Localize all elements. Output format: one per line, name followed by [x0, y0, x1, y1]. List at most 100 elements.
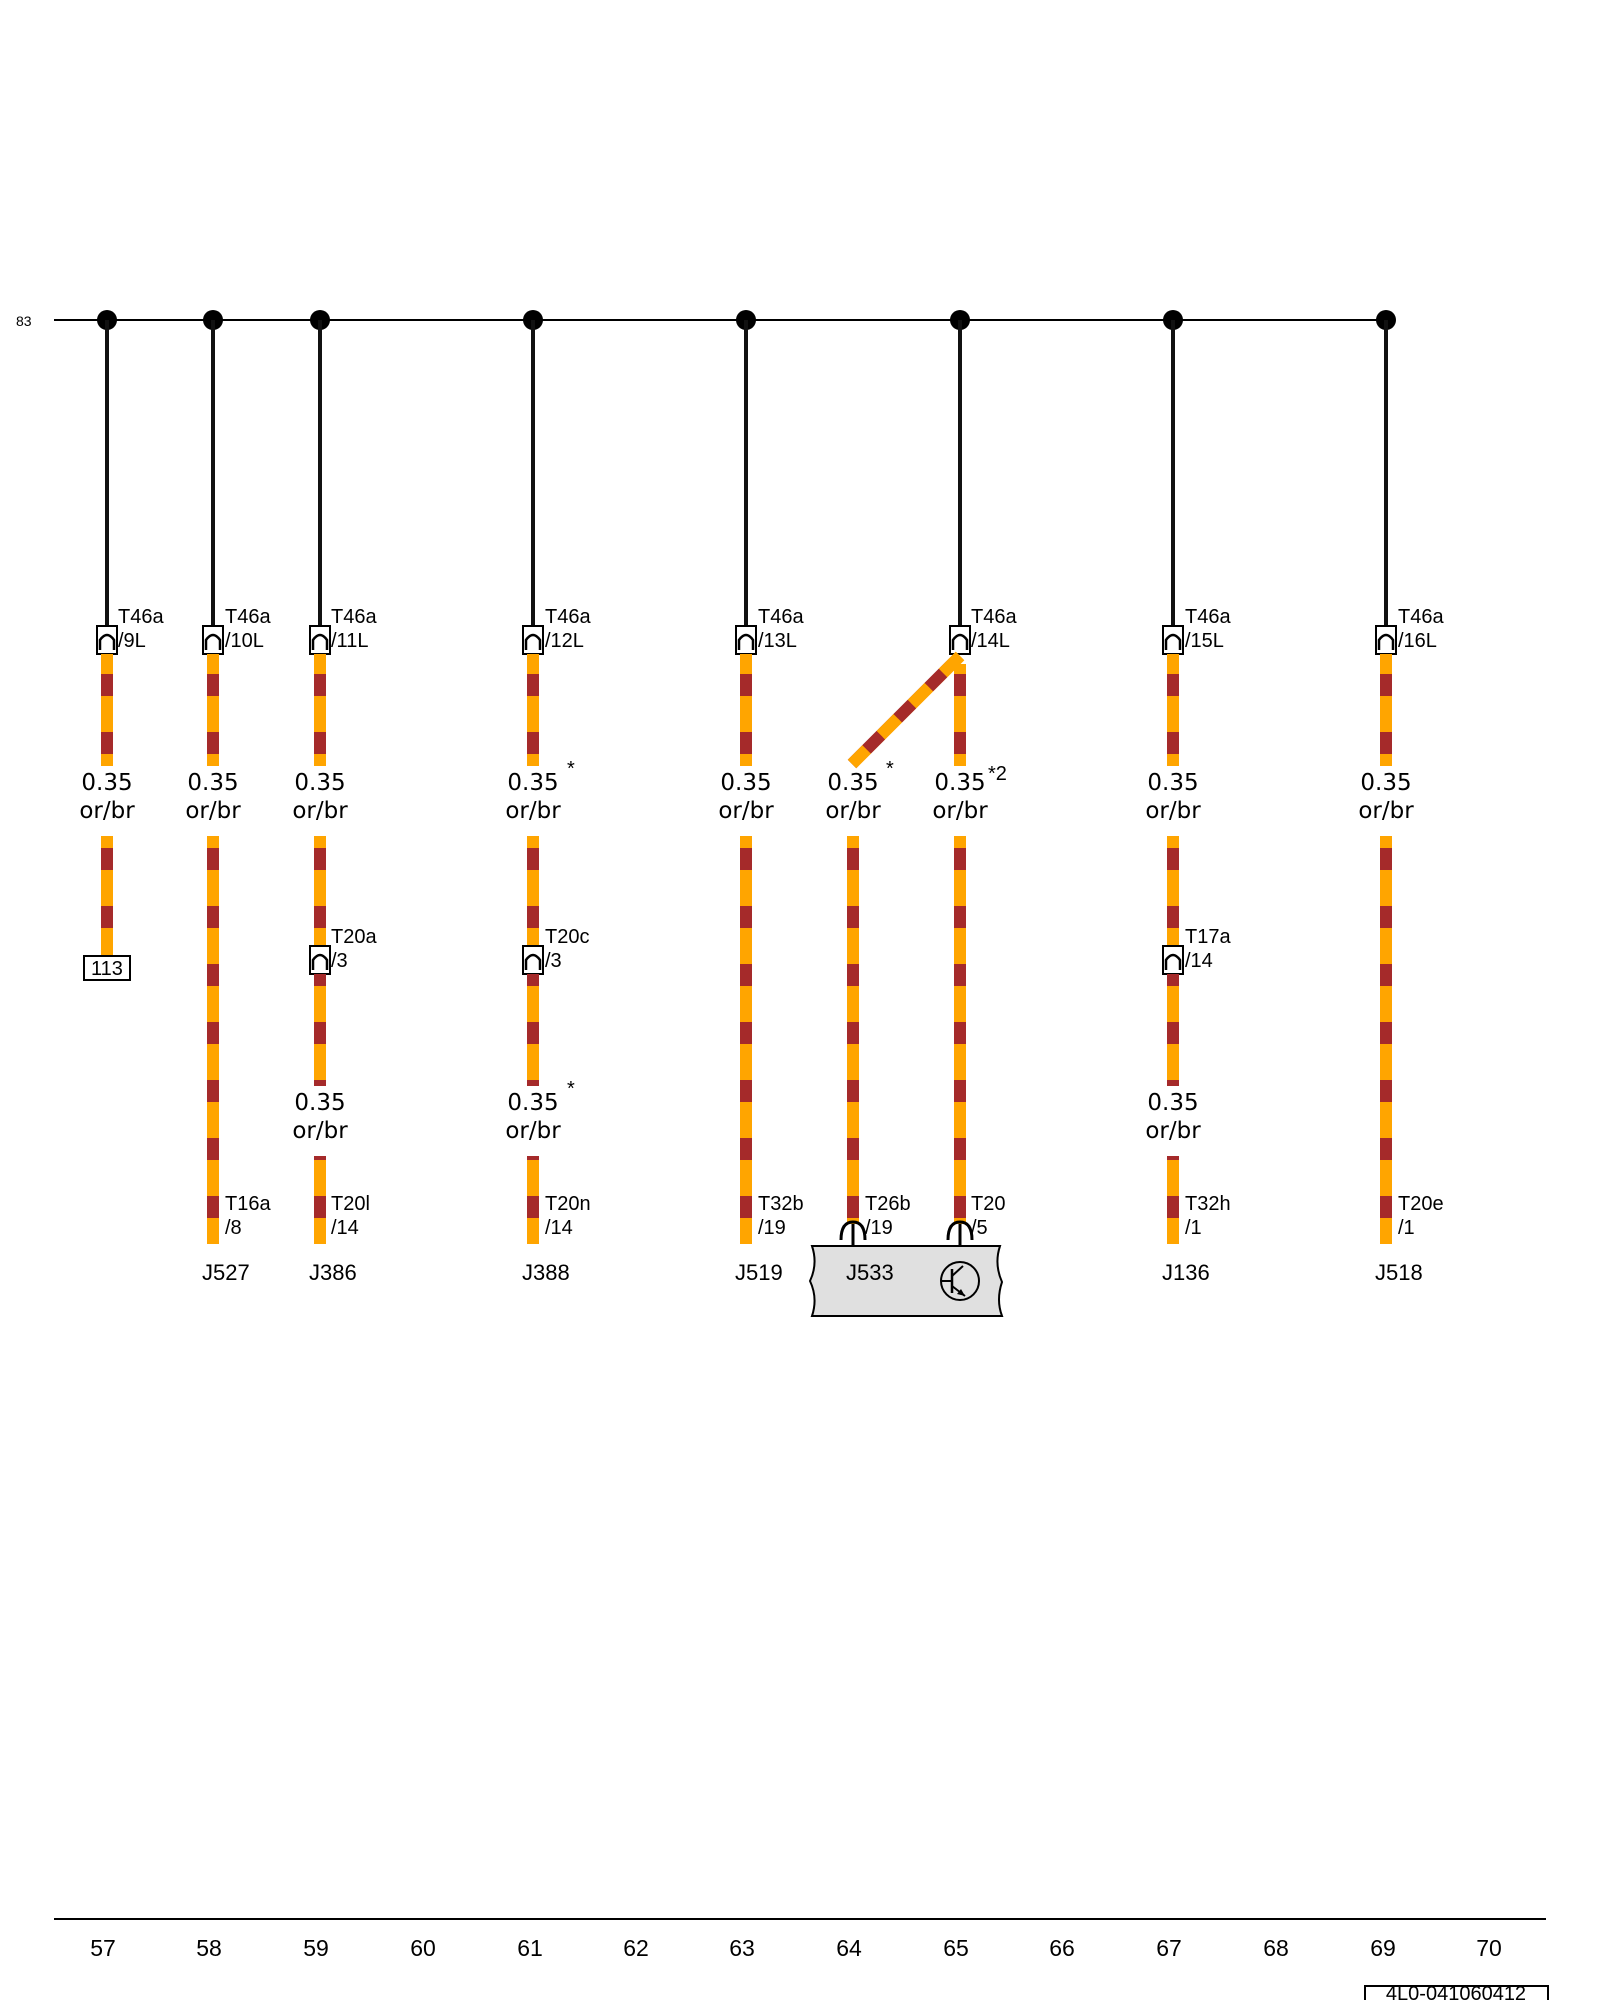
wire-segment: [527, 974, 539, 1086]
end-connector-pin: /14: [545, 1217, 573, 1239]
wire-segment: [954, 836, 966, 1224]
wire-segment: [847, 836, 859, 1224]
column-number: 58: [196, 1935, 222, 1961]
wire-segment: [314, 1156, 326, 1244]
wire-segment: [1380, 836, 1392, 1244]
connector-pin: /10L: [225, 630, 264, 652]
column-number: 59: [303, 1935, 329, 1961]
end-connector-pin: /14: [331, 1217, 359, 1239]
connector-label: T46a: [225, 606, 271, 628]
wire-color: or/br: [1358, 798, 1414, 824]
column-number: 65: [943, 1935, 969, 1961]
branch-59: T46a /11L 0.35 or/br T20a /3 0.35 or/br …: [292, 310, 377, 1285]
wire-gauge-2: 0.35: [507, 1090, 558, 1116]
wire-segment: [1380, 654, 1392, 766]
column-number: 62: [623, 1935, 649, 1961]
end-connector-pin: /19: [758, 1217, 786, 1239]
wire-segment: [527, 836, 539, 946]
diagonal-end-connector-pin: /19: [865, 1217, 893, 1239]
connector-pin: /12L: [545, 630, 584, 652]
wire-color: or/br: [292, 798, 348, 824]
end-connector-label: T20l: [331, 1193, 370, 1215]
mid-connector-label: T20c: [545, 926, 589, 948]
component-label: J518: [1375, 1260, 1423, 1285]
mid-connector-pin: /3: [331, 950, 348, 972]
branch-63: T46a /13L 0.35 or/br T32b /19 J519: [718, 310, 804, 1285]
diagonal-wire-color: or/br: [825, 798, 881, 824]
wire-marker: *: [567, 758, 575, 780]
component-label: J519: [735, 1260, 783, 1285]
wire-segment: [527, 1156, 539, 1244]
mid-connector-pin: /3: [545, 950, 562, 972]
connector-label: T46a: [118, 606, 164, 628]
wire-segment: [101, 654, 113, 766]
wire-gauge: 0.35: [720, 770, 771, 796]
end-connector-label: T32b: [758, 1193, 804, 1215]
wire-segment: [101, 836, 113, 956]
connector-pin: /16L: [1398, 630, 1437, 652]
column-numbers: 57 58 59 60 61 62 63 64 65 66 67 68 69 7…: [90, 1935, 1502, 1961]
end-connector-pin: /8: [225, 1217, 242, 1239]
branch-61: T46a /12L 0.35 * or/br T20c /3 0.35 * or…: [505, 310, 591, 1285]
mid-connector-label: T17a: [1185, 926, 1231, 948]
wire-color-2: or/br: [1145, 1118, 1201, 1144]
end-connector-pin: /5: [971, 1217, 988, 1239]
end-connector-pin: /1: [1398, 1217, 1415, 1239]
column-number: 64: [836, 1935, 862, 1961]
wire-color-2: or/br: [505, 1118, 561, 1144]
crimp-terminal-icon: [839, 1220, 867, 1246]
connector-label: T46a: [331, 606, 377, 628]
column-number: 66: [1049, 1935, 1075, 1961]
column-number: 63: [729, 1935, 755, 1961]
column-number: 57: [90, 1935, 116, 1961]
wire-segment: [1167, 974, 1179, 1086]
diagonal-wire-marker: *: [886, 758, 894, 780]
branch-58: T46a /10L 0.35 or/br T16a /8 J527: [185, 310, 271, 1285]
wire-segment: [207, 836, 219, 1244]
diagonal-wire-gauge: 0.35: [827, 770, 878, 796]
wire-color: or/br: [718, 798, 774, 824]
column-number: 69: [1370, 1935, 1396, 1961]
wire-segment: [740, 836, 752, 1244]
wire-gauge: 0.35: [187, 770, 238, 796]
component-label: J388: [522, 1260, 570, 1285]
connector-pin: /13L: [758, 630, 797, 652]
connector-pin-icon: [1162, 945, 1184, 975]
column-number: 68: [1263, 1935, 1289, 1961]
wire-gauge: 0.35: [507, 770, 558, 796]
wire-color-2: or/br: [292, 1118, 348, 1144]
connector-pin-icon: [96, 625, 118, 655]
connector-pin-icon: [202, 625, 224, 655]
column-number: 70: [1476, 1935, 1502, 1961]
connector-pin-icon: [949, 625, 971, 655]
connector-pin-icon: [309, 625, 331, 655]
wire-segment: [1167, 1156, 1179, 1244]
diagonal-end-connector-label: T26b: [865, 1193, 911, 1215]
wire-gauge: 0.35: [1360, 770, 1411, 796]
mid-connector-pin: /14: [1185, 950, 1213, 972]
transistor-icon: [940, 1261, 980, 1301]
wire-segment: [207, 654, 219, 766]
connector-label: T46a: [545, 606, 591, 628]
reference-box: [83, 955, 131, 981]
wire-segment: [1167, 654, 1179, 766]
connector-pin: /14L: [971, 630, 1010, 652]
connector-label: T46a: [1398, 606, 1444, 628]
end-connector-label: T20: [971, 1193, 1005, 1215]
wire-segment: [314, 836, 326, 946]
end-connector-label: T16a: [225, 1193, 271, 1215]
wire-segment: [1167, 836, 1179, 946]
end-connector-pin: /1: [1185, 1217, 1202, 1239]
component-label: J533: [846, 1260, 894, 1285]
wire-gauge-2: 0.35: [294, 1090, 345, 1116]
column-number: 60: [410, 1935, 436, 1961]
wire-segment: [314, 974, 326, 1086]
drawing-number: 4L0-041060412: [1386, 1983, 1526, 2000]
diagonal-wire-stripe: [847, 651, 965, 769]
connector-label: T46a: [758, 606, 804, 628]
wire-gauge: 0.35: [81, 770, 132, 796]
component-label: J527: [202, 1260, 250, 1285]
wire-color: or/br: [1145, 798, 1201, 824]
wire-marker: *2: [988, 763, 1007, 785]
